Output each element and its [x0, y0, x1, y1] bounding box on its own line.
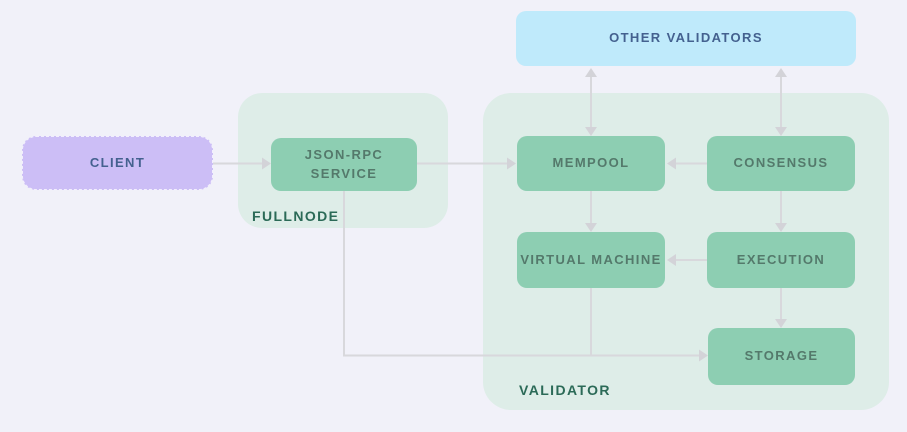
edge-execution-virtualmachine — [667, 254, 707, 266]
node-consensus: CONSENSUS — [707, 136, 855, 191]
node-consensus-label: CONSENSUS — [733, 155, 829, 171]
node-execution-label: EXECUTION — [736, 251, 826, 267]
edge-consensus-execution — [775, 191, 787, 232]
edge-jsonrpc-storage — [343, 191, 708, 362]
node-mempool: MEMPOOL — [517, 136, 665, 191]
node-mempool-label: MEMPOOL — [552, 155, 630, 171]
node-json-rpc-service: JSON-RPC SERVICE — [271, 138, 417, 191]
edge-execution-storage — [775, 288, 787, 328]
node-execution: EXECUTION — [707, 232, 855, 288]
validator-group-label: VALIDATOR — [519, 382, 611, 398]
edge-mempool-virtualmachine — [585, 191, 597, 232]
node-client: CLIENT — [22, 136, 213, 190]
node-json-rpc-service-label: JSON-RPC SERVICE — [304, 146, 384, 181]
node-other-validators-label: OTHER VALIDATORS — [609, 30, 763, 46]
node-virtual-machine: VIRTUAL MACHINE — [517, 232, 665, 288]
node-client-label: CLIENT — [89, 154, 146, 170]
edge-jsonrpc-mempool — [417, 157, 516, 170]
edge-consensus-mempool — [667, 157, 707, 170]
edge-othervalidators-mempool — [585, 68, 597, 136]
fullnode-group-label: FULLNODE — [252, 208, 340, 224]
edge-othervalidators-consensus — [775, 68, 787, 136]
node-storage-label: STORAGE — [744, 348, 819, 364]
node-storage: STORAGE — [708, 328, 855, 385]
edge-client-jsonrpc — [213, 157, 271, 170]
node-virtual-machine-label: VIRTUAL MACHINE — [520, 251, 662, 267]
node-other-validators: OTHER VALIDATORS — [516, 11, 856, 66]
